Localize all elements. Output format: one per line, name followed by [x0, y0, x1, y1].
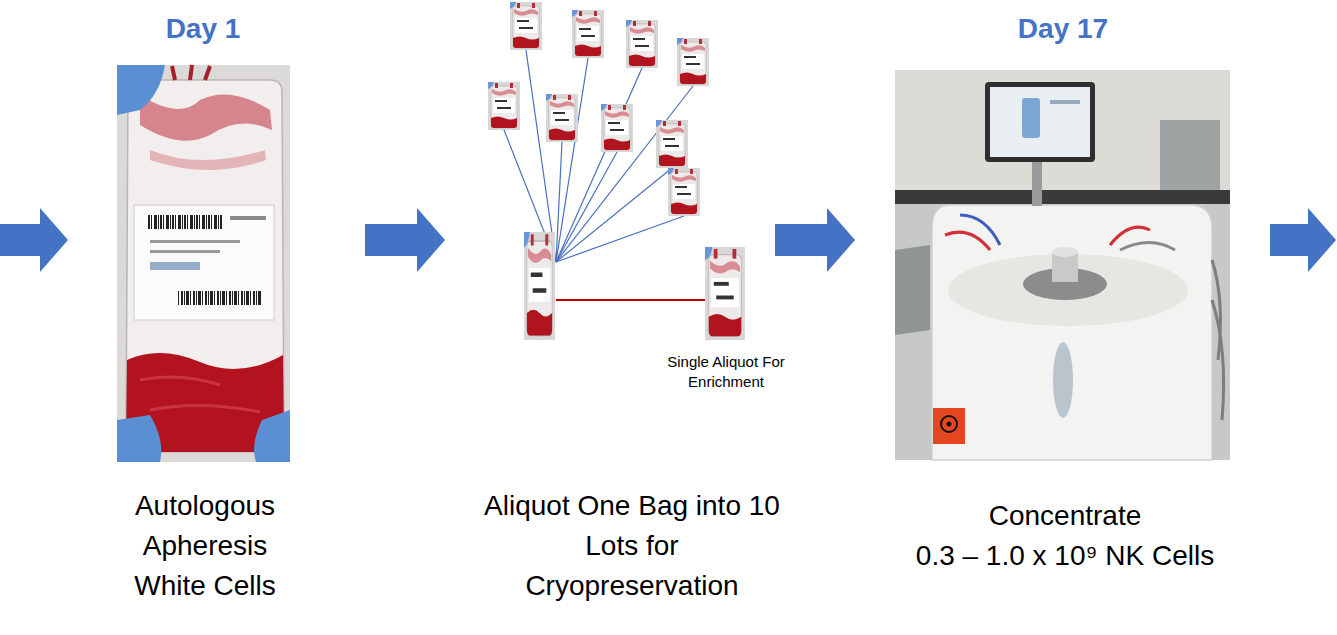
apheresis-bag-photo: [117, 65, 290, 462]
stage-caption: Autologous Apheresis White Cells: [115, 486, 295, 606]
flow-arrow: [0, 208, 68, 272]
flow-arrow: [1270, 208, 1336, 272]
stage-caption: Aliquot One Bag into 10 Lots for Cryopre…: [482, 486, 782, 606]
flow-arrow: [775, 208, 855, 272]
cell-processor-photo: [895, 70, 1230, 460]
stage-node: Day 1 Autologous Apheresis White Cells: [95, 8, 365, 628]
flow-arrow: [365, 208, 445, 272]
stage-caption: Concentrate 0.3 – 1.0 x 10⁹ NK Cells: [865, 496, 1265, 576]
note-label: Single Aliquot For Enrichment: [667, 352, 785, 392]
stage-node: Day 17 Concentrate 0.3 – 1.0 x 10⁹ NK Cel…: [855, 8, 1265, 628]
aliquot-bags: [488, 2, 745, 340]
stage-node: Aliquot One Bag into 10 Lots for Cryopre…: [445, 8, 775, 628]
day-heading: Day 17: [963, 12, 1163, 46]
day-heading: Day 1: [103, 12, 303, 46]
